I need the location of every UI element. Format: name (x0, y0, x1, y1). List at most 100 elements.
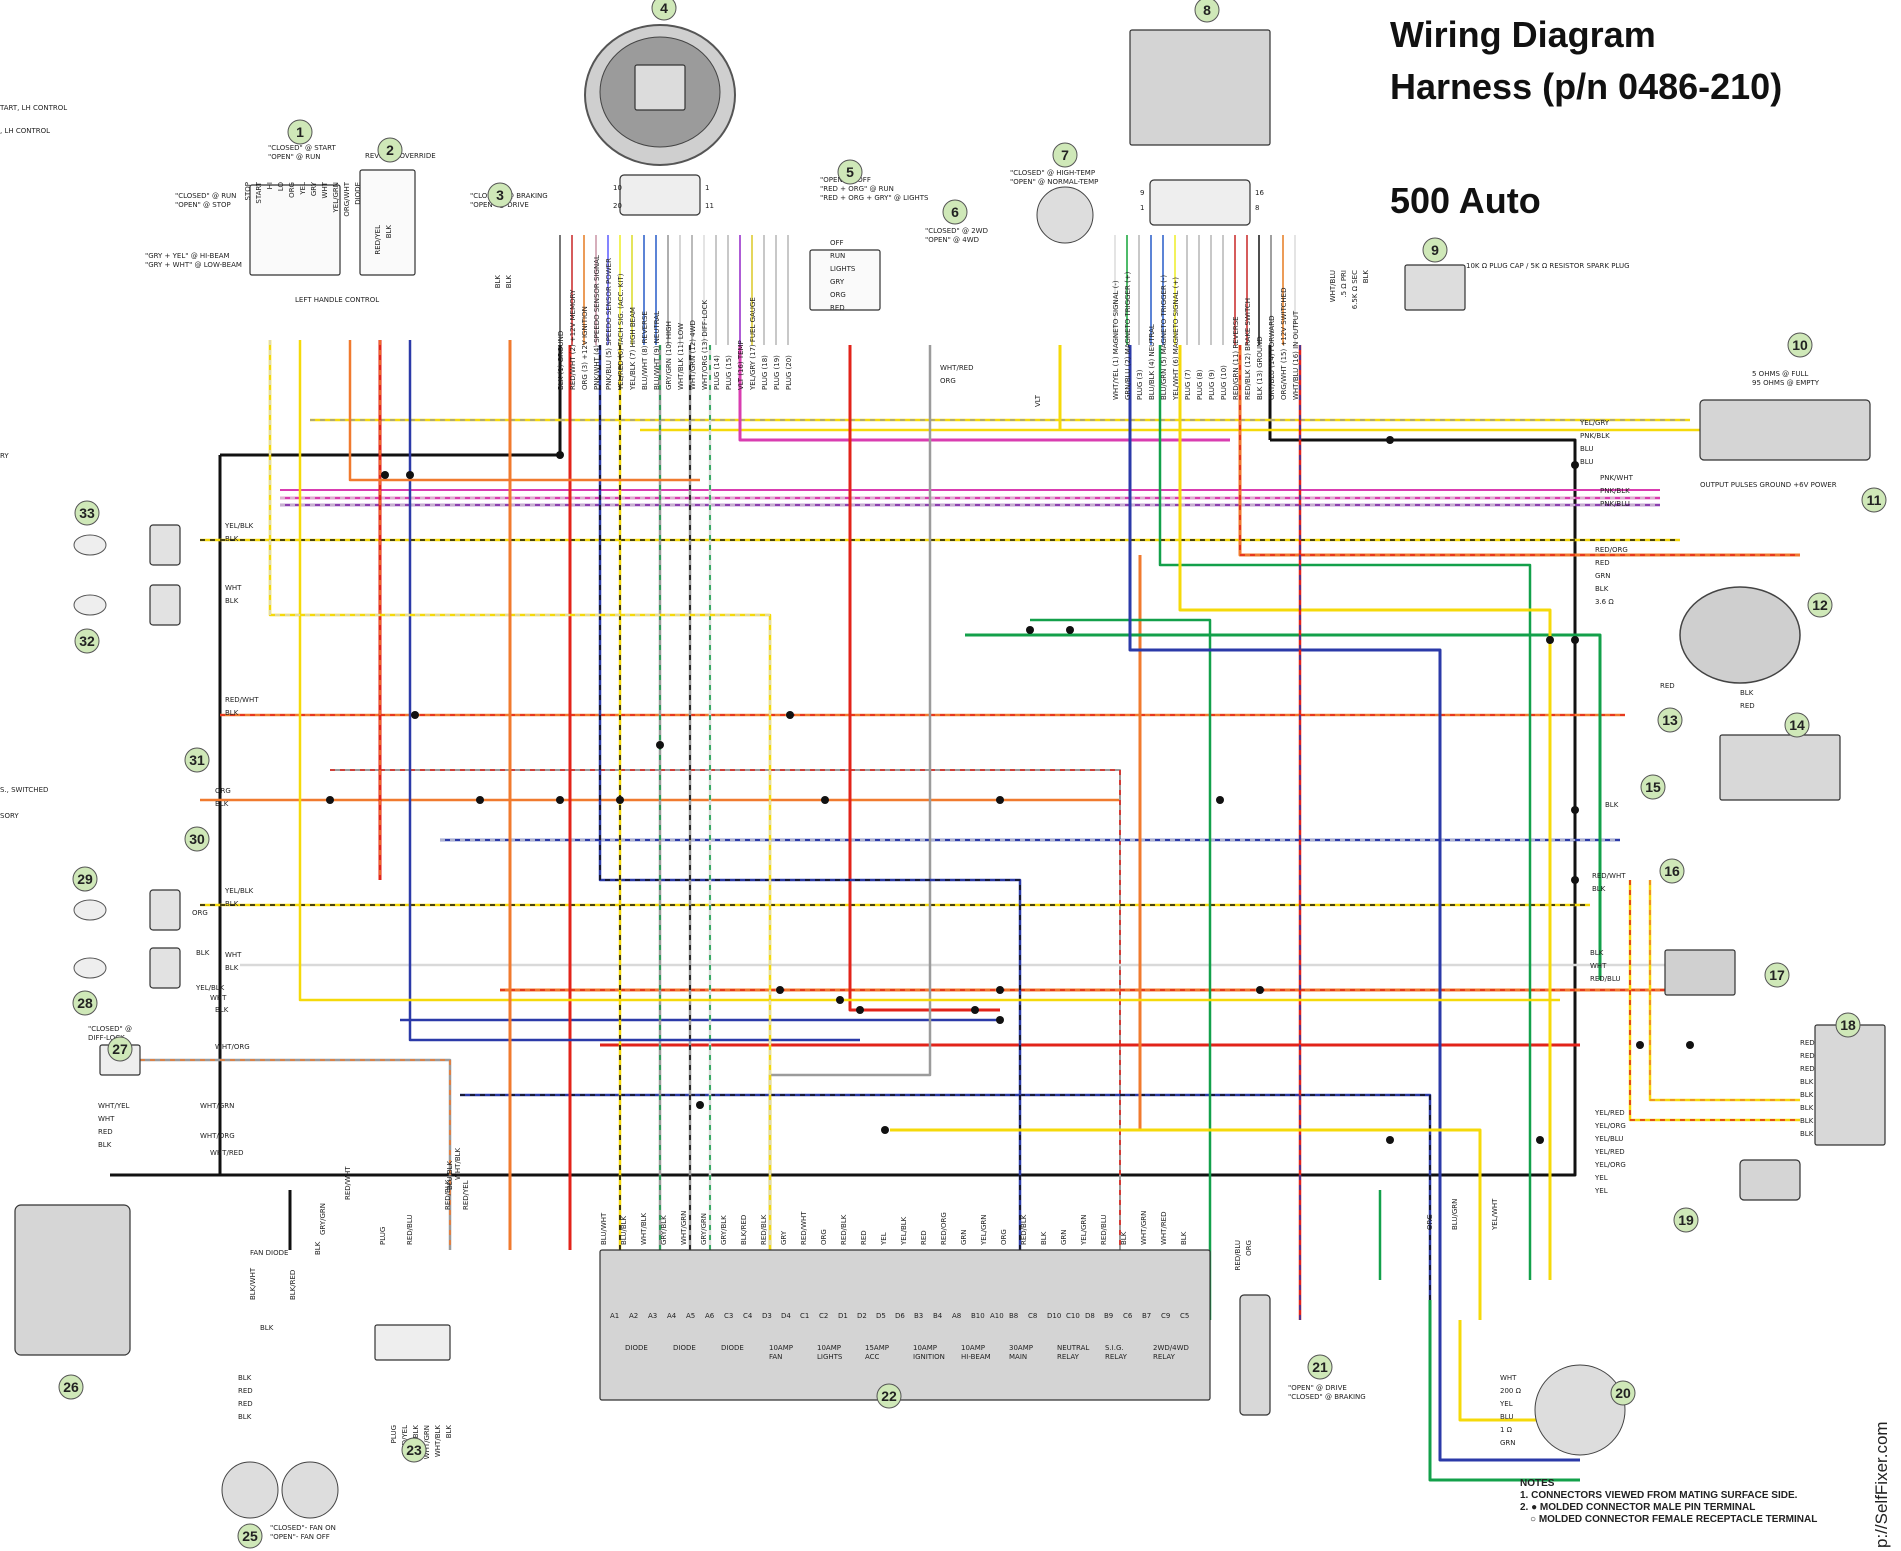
component-number-badge (72, 866, 98, 892)
misc-label: WHT/RED (210, 1149, 244, 1157)
component-9-description: 10K Ω PLUG CAP / 5K Ω RESISTOR SPARK PLU… (1466, 262, 1630, 270)
wire-color-label: RED (1660, 682, 1675, 690)
splice-dot (556, 796, 564, 804)
wire-color-label: RED (1800, 1039, 1815, 1047)
gauge-pin-label: PLUG (14) (713, 355, 721, 390)
gauge-pin-label: WHT/BLK (11) LOW (677, 323, 685, 390)
diagram-title-line2: Harness (p/n 0486-210) (1390, 66, 1783, 107)
misc-label: FAN DIODE (250, 1249, 288, 1257)
label-line: "CLOSED"- FAN ON (270, 1524, 336, 1532)
fuse-wire-label: RED/BLU (1100, 1214, 1108, 1245)
fuse-wire-label: YEL/BLK (900, 1216, 908, 1246)
wire-color-label: BLK (225, 900, 239, 908)
component-number-badge (1307, 1354, 1333, 1380)
splice-dot (971, 1006, 979, 1014)
label-line: FAN (769, 1353, 782, 1361)
cdi-pin-label: WHT/BLU (16) IN OUTPUT (1292, 310, 1300, 400)
misc-label: ORG (192, 909, 208, 917)
splice-dot (326, 796, 334, 804)
splice-dot (1386, 436, 1394, 444)
splice-dot (881, 1126, 889, 1134)
misc-label: YEL/BLK (195, 984, 225, 992)
component-number: 15 (1645, 779, 1661, 795)
splice-dot (1546, 636, 1554, 644)
wire-color-label: RUN (830, 252, 845, 260)
accessory-connector (374, 1324, 451, 1361)
component-6-description: "CLOSED" @ 2WD"OPEN" @ 4WD (925, 227, 988, 244)
component-number-badge (237, 1523, 263, 1549)
gauge-pin-label: PLUG (18) (761, 355, 769, 390)
label-line: 10AMP (961, 1344, 985, 1352)
cdi-pin-label: PLUG (10) (1220, 365, 1228, 400)
fuse-wire-label: BLU/WHT (600, 1212, 608, 1245)
fuse-slot-label: D8 (1085, 1312, 1095, 1320)
headlight-bulb (73, 957, 107, 979)
cdi-pin-label: GRN/BLU (2) MAGNETO TRIGGER (+) (1124, 271, 1132, 400)
ignition-key-switch (809, 249, 881, 311)
light-connector (149, 584, 181, 626)
component-number-badge (1659, 858, 1685, 884)
wire-color-label: BLK (494, 275, 502, 289)
wire-color-label: WHT/RED (940, 364, 974, 372)
fuse-wire-label: WHT/RED (1160, 1212, 1168, 1246)
splice-dot (1571, 806, 1579, 814)
wire-color-label: PNK/BLU (1600, 500, 1630, 508)
component-number-badge (1787, 332, 1813, 358)
speed-sensor (1739, 1159, 1801, 1201)
cdi-connector (1149, 179, 1251, 226)
label-line: 5 OHMS @ FULL (1752, 370, 1808, 378)
wire-color-label: ORG (830, 291, 846, 299)
wire-color-label: BLK (225, 535, 239, 543)
gauge-connector (619, 174, 701, 216)
fuse-slot-label: C5 (1180, 1312, 1189, 1320)
component-number: 20 (1615, 1385, 1631, 1401)
notes-line-3: ○ MOLDED CONNECTOR FEMALE RECEPTACLE TER… (1530, 1514, 1818, 1525)
fuse-slot-label: A3 (648, 1312, 657, 1320)
wire-color-label: LO (277, 182, 285, 192)
component-number-badge (1640, 774, 1666, 800)
wire-color-label: YEL (299, 182, 307, 196)
wire-color-label: BLU (1500, 1413, 1513, 1421)
fuse-wire-label: GRY/BLK (720, 1215, 728, 1245)
wire-color-label: BLK (1590, 949, 1604, 957)
label-line: NEUTRAL (1057, 1344, 1089, 1352)
wire-color-label: YEL/ORG (1594, 1122, 1626, 1130)
wire-color-label: WHT/BLK (434, 1425, 442, 1458)
misc-label: RED/YEL (462, 1180, 470, 1210)
component-number-badge (1610, 1380, 1636, 1406)
wire-color-label: BLK (225, 964, 239, 972)
wire-color-label: RED (98, 1128, 113, 1136)
splice-dot (616, 796, 624, 804)
wire-color-label: DIODE (354, 182, 362, 205)
wire-wht-org-stripe (140, 1059, 451, 1250)
fan-switch (221, 1461, 279, 1519)
fuse-wire-label: GRY (780, 1230, 788, 1245)
wire-color-label: GRN (1500, 1439, 1516, 1447)
splice-dot (1536, 1136, 1544, 1144)
pin-number: 10 (613, 184, 622, 192)
cdi-pin-label: BLK (13) GROUND (1256, 336, 1264, 400)
fuse-slot-label: C9 (1161, 1312, 1170, 1320)
wire-color-label: STOP (244, 182, 252, 200)
fuse-slot-label: D3 (762, 1312, 772, 1320)
wire-color-label: ORG (1245, 1240, 1253, 1256)
wire-color-label: 6.5K Ω SEC (1351, 270, 1359, 309)
wire-org-h (348, 340, 700, 482)
fuse-slot-label: A5 (686, 1312, 695, 1320)
fuse-wire-label: WHT/BLK (640, 1212, 648, 1245)
wire-color-label: YEL/RED (1594, 1148, 1625, 1156)
gauge-pin-label: ORG (3) +12V IGNITION (581, 306, 589, 390)
wire-color-label: RED/BLU (1234, 1240, 1242, 1271)
fuse-wire-label: ORG (1000, 1229, 1008, 1245)
fuse-wire-label: RED/BLK (840, 1214, 848, 1245)
component-number: 8 (1203, 2, 1211, 18)
relay-box (1814, 1024, 1886, 1146)
misc-label: BLK (314, 1241, 322, 1255)
wire-color-label: BLK (1595, 585, 1609, 593)
label-line: HI-BEAM (961, 1353, 991, 1361)
wire-color-label: YEL/BLK (224, 522, 254, 530)
component-number: 29 (77, 871, 93, 887)
fuse-wire-label: GRN (960, 1229, 968, 1245)
component-number-badge (1861, 487, 1887, 513)
fuse-slot-label: D4 (781, 1312, 791, 1320)
